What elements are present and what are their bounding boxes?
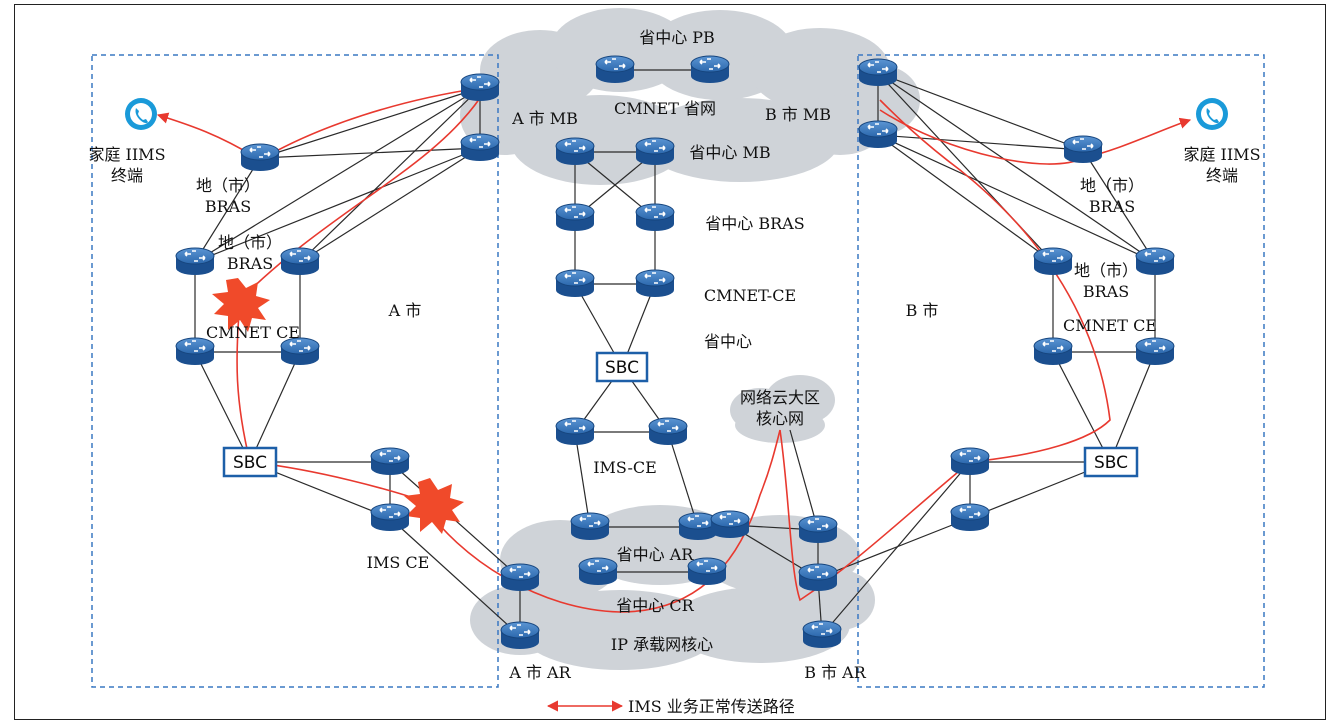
cmnet-ce-b-label: CMNET CE — [1063, 316, 1157, 335]
bras-b2-line2: BRAS — [1083, 282, 1129, 301]
province-pb-label: 省中心 PB — [639, 28, 715, 47]
svg-text:SBC: SBC — [233, 453, 267, 473]
legend-label: IMS 业务正常传送路径 — [628, 697, 795, 716]
province-cr-label: 省中心 CR — [616, 596, 694, 615]
region-b-border — [857, 54, 1265, 688]
figure-frame — [14, 4, 1326, 720]
b-city-mb-label: B 市 MB — [765, 105, 831, 124]
svg-text:SBC: SBC — [1094, 453, 1128, 473]
fault-burst-cmnet — [212, 278, 270, 332]
bras-a1-line1: 地（市） — [196, 176, 260, 195]
a-city-mb-label: A 市 MB — [511, 109, 578, 128]
a-city-ar-label: A 市 AR — [508, 663, 571, 682]
province-mb-label: 省中心 MB — [689, 143, 770, 162]
home-terminal-b-line1: 家庭 IIMS — [1183, 145, 1260, 164]
sbc-box: SBC — [1083, 446, 1139, 478]
b-city-label: B 市 — [906, 301, 939, 320]
bras-b1-line2: BRAS — [1089, 197, 1135, 216]
ims-ce-center-label: IMS-CE — [593, 458, 657, 477]
bras-b1-line1: 地（市） — [1080, 176, 1144, 195]
bras-b2-line1: 地（市） — [1074, 261, 1138, 280]
sbc-box: SBC — [595, 351, 649, 383]
network-cloud — [730, 375, 835, 443]
legend: IMS 业务正常传送路径 — [546, 697, 795, 716]
bras-a1-line2: BRAS — [205, 197, 251, 216]
province-center-label: 省中心 — [704, 332, 752, 351]
network-cloud-label-line2: 核心网 — [756, 409, 804, 428]
province-bras-label: 省中心 BRAS — [705, 214, 804, 233]
ip-core-label: IP 承载网核心 — [611, 635, 713, 654]
cmnet-ce-center-label: CMNET-CE — [704, 286, 796, 305]
bras-a2-line1: 地（市） — [218, 233, 282, 252]
network-cloud-label-line1: 网络云大区 — [740, 388, 820, 407]
ims-ce-a-label: IMS CE — [367, 553, 430, 572]
home-terminal-b-line2: 终端 — [1206, 166, 1238, 185]
svg-text:SBC: SBC — [605, 358, 639, 378]
region-a-border — [91, 54, 499, 688]
bras-a2-line2: BRAS — [227, 254, 273, 273]
home-terminal-a-line2: 终端 — [111, 166, 143, 185]
phone-icon — [1196, 98, 1228, 130]
province-ar-label: 省中心 AR — [617, 545, 695, 564]
home-terminal-a-line1: 家庭 IIMS — [88, 145, 165, 164]
cmnet-province-label: CMNET 省网 — [614, 99, 716, 118]
phone-icon — [125, 98, 157, 130]
fault-burst-ims — [404, 478, 464, 534]
b-city-ar-label: B 市 AR — [804, 663, 866, 682]
sbc-box: SBC — [222, 446, 278, 478]
a-city-label: A 市 — [388, 301, 422, 320]
cmnet-ce-a-label: CMNET CE — [206, 323, 300, 342]
